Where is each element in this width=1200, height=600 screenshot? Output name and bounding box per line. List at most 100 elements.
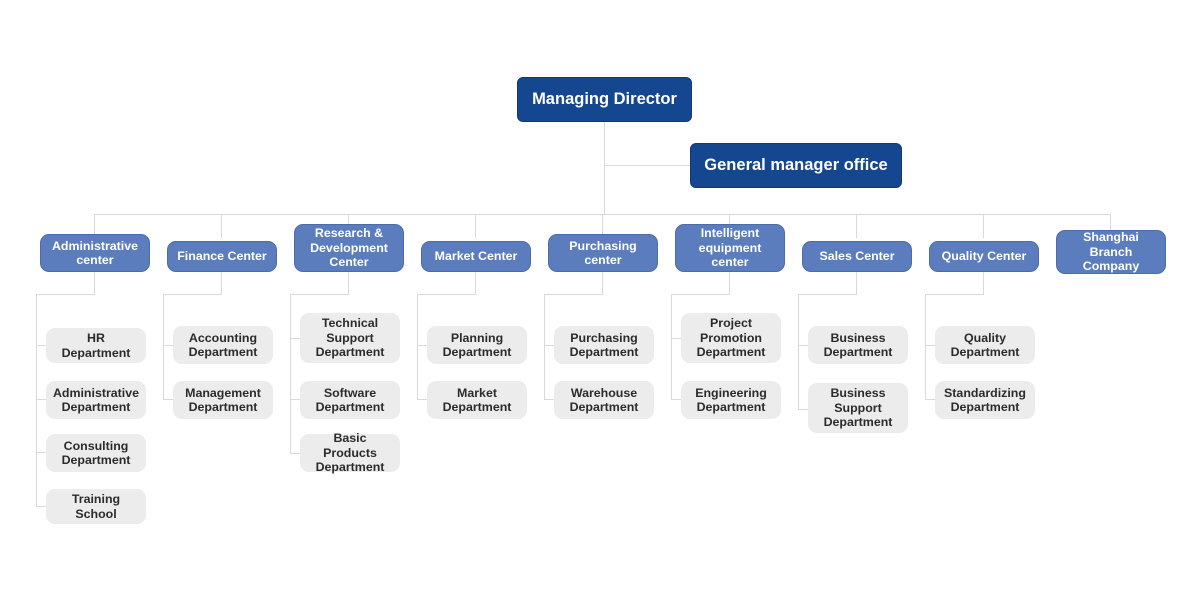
node-market-department[interactable]: Market Department xyxy=(427,381,527,419)
node-label: Warehouse Department xyxy=(569,385,639,414)
node-purchasing-department[interactable]: Purchasing Department xyxy=(554,326,654,364)
node-market-center[interactable]: Market Center xyxy=(421,241,531,272)
connector-stem-finance-center xyxy=(221,272,222,294)
node-basic-products-department[interactable]: Basic Products Department xyxy=(300,431,400,475)
connector-drop-shanghai-branch-company xyxy=(1110,214,1111,230)
node-label: Quality Center xyxy=(941,249,1027,264)
connector-stub-business-support-department xyxy=(798,409,808,410)
node-research-development-center[interactable]: Research & Development Center xyxy=(294,224,404,272)
node-sales-center[interactable]: Sales Center xyxy=(802,241,912,272)
connector-stem-quality-center xyxy=(983,272,984,294)
node-consulting-department[interactable]: Consulting Department xyxy=(46,434,146,472)
node-project-promotion-department[interactable]: Project Promotion Department xyxy=(681,313,781,363)
node-label: Administrative Department xyxy=(52,385,140,414)
connector-spine-sales-center xyxy=(798,294,799,409)
node-label: Shanghai Branch Company xyxy=(1082,230,1140,274)
node-purchasing-center[interactable]: Purchasing center xyxy=(548,234,658,272)
node-quality-center[interactable]: Quality Center xyxy=(929,241,1039,272)
node-management-department[interactable]: Management Department xyxy=(173,381,273,419)
node-label: Planning Department xyxy=(442,330,512,359)
node-engineering-department[interactable]: Engineering Department xyxy=(681,381,781,419)
node-label: Sales Center xyxy=(819,249,895,264)
connector-spine-quality-center xyxy=(925,294,926,399)
connector-elbow-finance-center xyxy=(163,294,222,295)
node-label: Project Promotion Department xyxy=(696,316,766,360)
connector-elbow-intelligent-equipment-center xyxy=(671,294,730,295)
node-label: Business Support Department xyxy=(823,386,893,430)
connector-drop-purchasing-center xyxy=(602,214,603,238)
connector-spine-purchasing-center xyxy=(544,294,545,399)
node-label: HR Department xyxy=(61,331,131,360)
connector-stub-technical-support-department xyxy=(290,338,300,339)
node-label: Engineering Department xyxy=(695,385,767,414)
node-technical-support-department[interactable]: Technical Support Department xyxy=(300,313,400,363)
node-software-department[interactable]: Software Department xyxy=(300,381,400,419)
connector-stub-hr-department xyxy=(36,345,46,346)
connector-drop-rd-center xyxy=(348,214,349,224)
connector-stem-market-center xyxy=(475,272,476,294)
connector-spine-rd-center xyxy=(290,294,291,453)
node-label: Technical Support Department xyxy=(315,316,385,360)
connector-elbow-quality-center xyxy=(925,294,984,295)
node-label: Software Department xyxy=(315,385,385,414)
node-intelligent-equipment-center[interactable]: Intelligent equipment center xyxy=(675,224,785,272)
node-planning-department[interactable]: Planning Department xyxy=(427,326,527,364)
connector-stub-engineering-department xyxy=(671,399,681,400)
connector-staff-branch xyxy=(604,165,691,166)
connector-spine-market-center xyxy=(417,294,418,399)
node-label: Business Department xyxy=(823,330,893,359)
connector-spine-intelligent-equipment-center xyxy=(671,294,672,399)
node-label: Management Department xyxy=(185,385,261,414)
node-label: Purchasing center xyxy=(569,238,637,267)
node-managing-director[interactable]: Managing Director xyxy=(517,77,692,122)
node-label: Research & Development Center xyxy=(310,226,388,270)
node-business-support-department[interactable]: Business Support Department xyxy=(808,383,908,433)
node-administrative-department[interactable]: Administrative Department xyxy=(46,381,146,419)
connector-elbow-sales-center xyxy=(798,294,857,295)
connector-stub-project-promotion-department xyxy=(671,338,681,339)
connector-stub-quality-department xyxy=(925,345,935,346)
connector-stem-rd-center xyxy=(348,272,349,294)
connector-stub-warehouse-department xyxy=(544,399,554,400)
node-quality-department[interactable]: Quality Department xyxy=(935,326,1035,364)
connector-drop-administrative-center xyxy=(94,214,95,238)
node-training-school[interactable]: Training School xyxy=(46,489,146,524)
node-label: Basic Products Department xyxy=(315,431,385,475)
connector-drop-sales-center xyxy=(856,214,857,238)
connector-stub-basic-products-department xyxy=(290,453,300,454)
connector-elbow-market-center xyxy=(417,294,476,295)
node-label: Accounting Department xyxy=(188,330,258,359)
connector-elbow-purchasing-center xyxy=(544,294,603,295)
connector-stem-intelligent-equipment-center xyxy=(729,272,730,294)
connector-elbow-rd-center xyxy=(290,294,349,295)
node-accounting-department[interactable]: Accounting Department xyxy=(173,326,273,364)
node-label: Training School xyxy=(71,492,121,521)
node-standardizing-department[interactable]: Standardizing Department xyxy=(935,381,1035,419)
connector-stub-accounting-department xyxy=(163,345,173,346)
connector-stub-business-department xyxy=(798,345,808,346)
connector-spine-administrative-center xyxy=(36,294,37,506)
connector-stub-consulting-department xyxy=(36,452,46,453)
node-administrative-center[interactable]: Administrative center xyxy=(40,234,150,272)
node-label: Quality Department xyxy=(950,330,1020,359)
connector-drop-market-center xyxy=(475,214,476,238)
connector-stem-sales-center xyxy=(856,272,857,294)
node-shanghai-branch-company[interactable]: Shanghai Branch Company xyxy=(1056,230,1166,274)
connector-stub-planning-department xyxy=(417,345,427,346)
node-label: Finance Center xyxy=(177,249,267,264)
node-business-department[interactable]: Business Department xyxy=(808,326,908,364)
node-general-manager-office[interactable]: General manager office xyxy=(690,143,902,188)
node-label: Intelligent equipment center xyxy=(698,226,762,270)
connector-drop-quality-center xyxy=(983,214,984,238)
node-hr-department[interactable]: HR Department xyxy=(46,328,146,363)
node-warehouse-department[interactable]: Warehouse Department xyxy=(554,381,654,419)
node-label: Standardizing Department xyxy=(944,385,1026,414)
connector-stub-management-department xyxy=(163,399,173,400)
node-label: Purchasing Department xyxy=(569,330,639,359)
connector-stub-software-department xyxy=(290,399,300,400)
node-finance-center[interactable]: Finance Center xyxy=(167,241,277,272)
connector-root-stem xyxy=(604,122,605,214)
node-label: Market Department xyxy=(442,385,512,414)
node-label: Market Center xyxy=(434,249,518,264)
